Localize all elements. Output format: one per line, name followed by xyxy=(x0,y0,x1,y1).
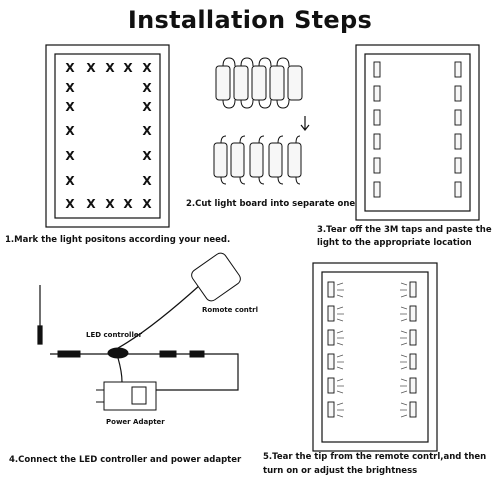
step5-caption-line2: turn on or adjust the brightness xyxy=(263,466,418,476)
step3-mirror-inner xyxy=(364,53,471,212)
cable-connector-mid xyxy=(189,350,205,358)
remote-lead xyxy=(117,284,201,349)
svg-text:X: X xyxy=(65,124,75,138)
down-arrow-icon xyxy=(300,116,310,131)
step3-mirror-frame xyxy=(355,44,480,221)
step1-mirror-inner xyxy=(54,53,161,219)
svg-text:X: X xyxy=(142,61,152,75)
svg-text:X: X xyxy=(65,149,75,163)
step1-caption: 1.Mark the light positons according your… xyxy=(5,235,231,245)
svg-text:X: X xyxy=(123,197,133,211)
svg-text:X: X xyxy=(142,174,152,188)
step5-caption-line1: 5.Tear the tip from the remote contrl,an… xyxy=(263,452,487,462)
svg-text:X: X xyxy=(86,61,96,75)
led-controller xyxy=(107,347,129,359)
svg-text:X: X xyxy=(65,61,75,75)
cable-connector-right xyxy=(159,350,177,358)
adapter-lead xyxy=(117,357,123,383)
svg-text:X: X xyxy=(105,197,115,211)
led-controller-label: LED controller xyxy=(86,331,143,339)
svg-text:X: X xyxy=(142,197,152,211)
step4-components xyxy=(57,252,241,411)
step5-mirror-frame xyxy=(312,262,438,452)
svg-text:X: X xyxy=(65,197,75,211)
remote-control xyxy=(191,252,241,302)
svg-text:X: X xyxy=(65,100,75,114)
svg-text:X: X xyxy=(86,197,96,211)
power-adapter-label: Power Adapter xyxy=(106,418,165,426)
power-adapter xyxy=(103,381,157,411)
step2-caption: 2.Cut light board into separate one xyxy=(186,199,356,209)
svg-text:X: X xyxy=(142,124,152,138)
step3-caption-line2: light to the appropriate location xyxy=(317,238,472,248)
main-cable xyxy=(50,353,239,391)
step1-mirror-frame xyxy=(45,44,170,228)
svg-text:X: X xyxy=(65,81,75,95)
step3-caption-line1: 3.Tear off the 3M taps and paste the xyxy=(317,225,492,235)
svg-text:X: X xyxy=(142,100,152,114)
antenna-tip xyxy=(37,325,43,345)
svg-text:X: X xyxy=(142,81,152,95)
svg-text:X: X xyxy=(105,61,115,75)
step2-light-board xyxy=(215,57,303,109)
svg-text:X: X xyxy=(142,149,152,163)
step5-mirror-inner xyxy=(321,271,429,443)
step4-caption: 4.Connect the LED controller and power a… xyxy=(9,455,242,465)
step5-lit-strips xyxy=(327,281,417,418)
remote-control-label: Romote contrl xyxy=(202,306,258,314)
step2-separated-lights xyxy=(213,135,302,185)
svg-text:X: X xyxy=(123,61,133,75)
step5-glow-lines xyxy=(336,282,408,418)
svg-text:X: X xyxy=(65,174,75,188)
page-title: Installation Steps xyxy=(127,6,373,34)
step3-light-strips xyxy=(373,61,462,198)
cable-connector-left xyxy=(57,350,81,358)
